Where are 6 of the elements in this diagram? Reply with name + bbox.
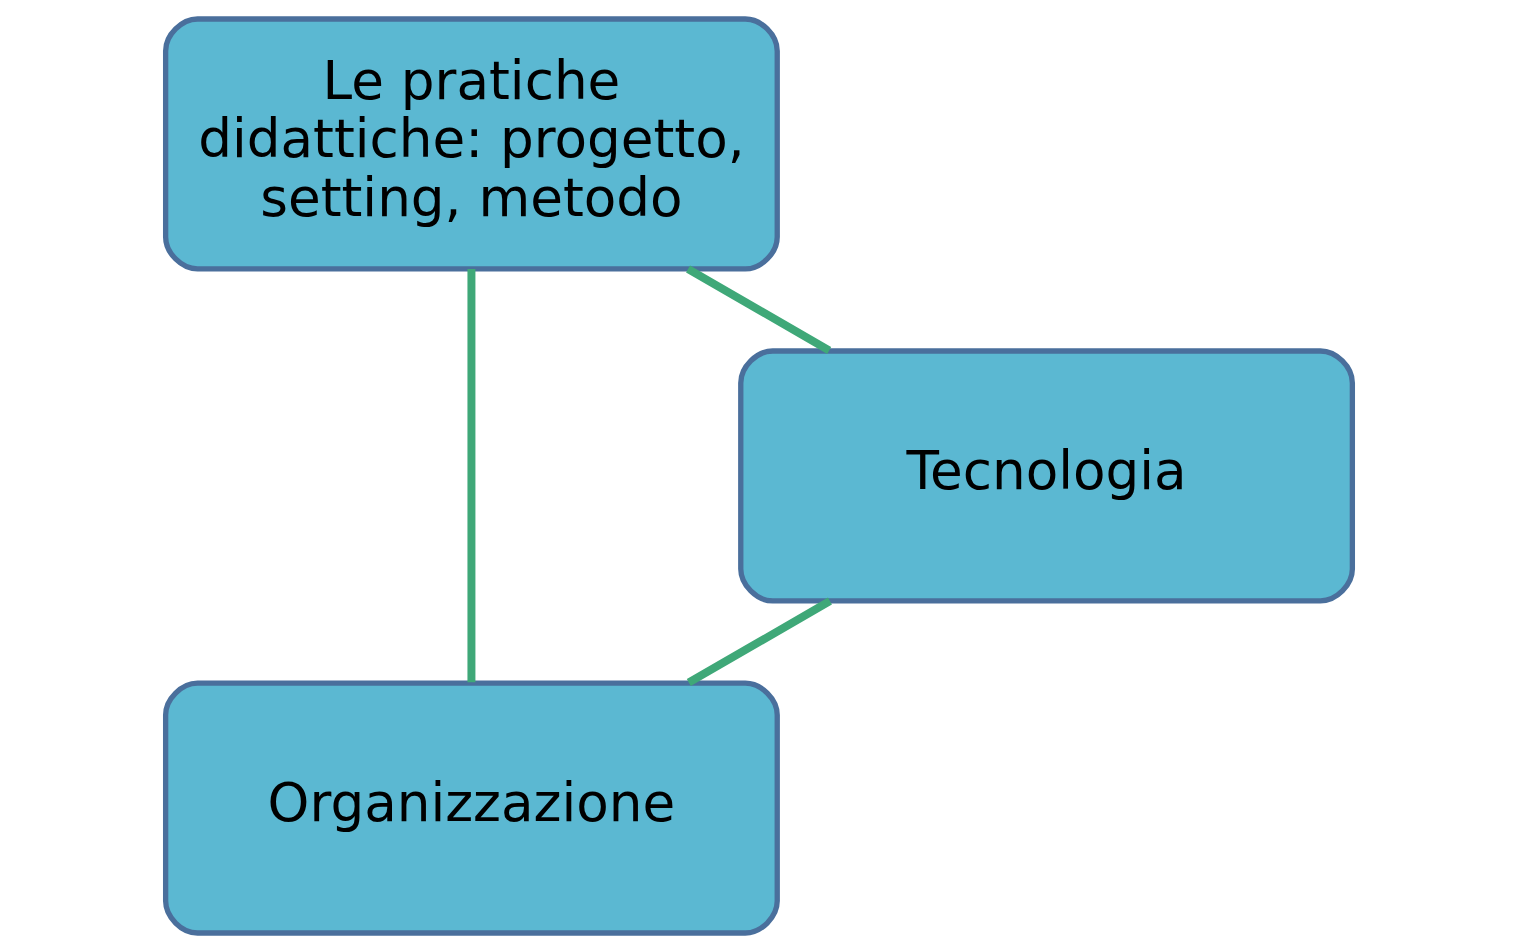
node-box: Organizzazione — [162, 680, 780, 936]
node-box: Tecnologia — [737, 348, 1355, 604]
connector — [686, 597, 832, 686]
connector — [466, 269, 475, 683]
connector — [685, 265, 831, 354]
node-box: Le pratiche didattiche: progetto, setting, metodo — [162, 16, 780, 272]
